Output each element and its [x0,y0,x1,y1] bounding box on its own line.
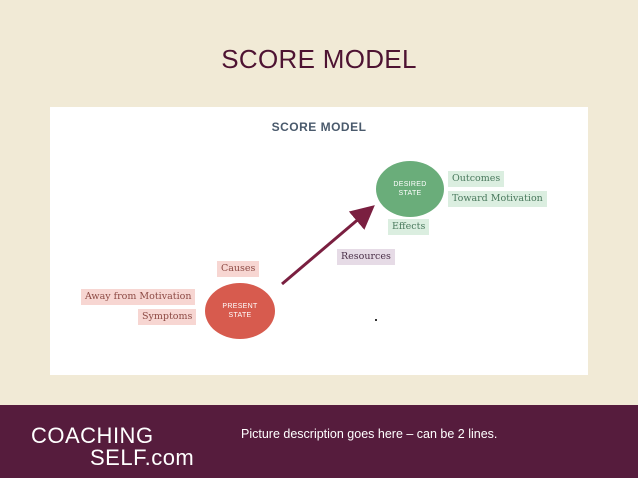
logo-line2: SELF.com [90,445,195,470]
away-from-motivation-label: Away from Motivation [81,289,196,305]
picture-caption: Picture description goes here – can be 2… [241,427,498,441]
stray-dot [375,319,377,321]
arrow-graphic [281,205,375,286]
present-to-desired-arrow [281,205,375,286]
present-state-circle: PRESENT STATE [205,283,275,339]
toward-motivation-label: Toward Motivation [448,191,547,207]
present-state-label: PRESENT STATE [222,303,258,319]
causes-label: Causes [217,261,260,277]
desired-state-label: DESIRED STATE [393,181,427,197]
logo-line1: COACHING [31,423,154,448]
footer-bar: COACHING SELF.com Picture description go… [0,405,638,478]
diagram-title: SCORE MODEL [271,120,367,134]
desired-state-circle: DESIRED STATE [376,161,444,217]
effects-label: Effects [388,219,430,235]
outcomes-label: Outcomes [448,171,505,187]
resources-label: Resources [337,249,395,265]
slide-title: SCORE MODEL [221,44,417,74]
score-model-picture: SCORE MODEL DESIRED STATE Outcomes Towar… [50,107,588,375]
symptoms-label: Symptoms [138,309,197,325]
